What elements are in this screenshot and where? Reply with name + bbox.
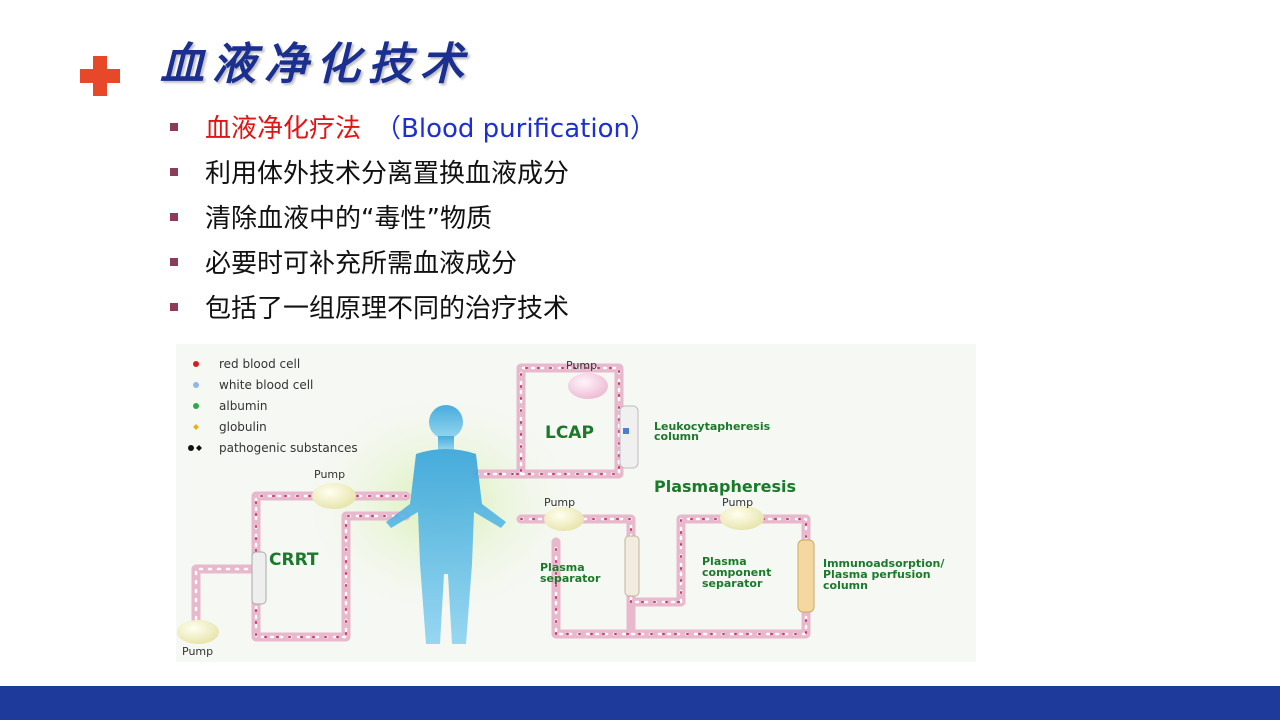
pump-label-plasma: Pump (544, 496, 575, 509)
bullet-text: 利用体外技术分离置换血液成分 (205, 159, 570, 189)
human-body-figure (386, 405, 506, 644)
immunoadsorption-label-line3: column (823, 579, 868, 592)
legend-diamond-pathogenic (196, 445, 202, 451)
legend-label-albumin: albumin (219, 399, 268, 413)
legend-dot-red-blood-cell (193, 361, 199, 367)
legend-label-white-blood-cell: white blood cell (219, 378, 313, 392)
pump-component (720, 506, 764, 530)
crrt-filter-device (251, 551, 267, 605)
legend: red blood cell white blood cell albumin … (188, 357, 358, 455)
component-separator-label-line2: component (702, 566, 771, 579)
bullet-text-english: （Blood purification） (375, 114, 656, 144)
component-separator-label-line3: separator (702, 577, 763, 590)
blood-tubes (191, 363, 811, 642)
bullet-marker (170, 257, 178, 266)
pump-label-lcap: Pump (566, 359, 597, 372)
pump-lcap (568, 373, 608, 399)
bullet-marker (170, 167, 178, 176)
pump-plasma (544, 507, 584, 531)
slide-title: 血液净化技术 (160, 39, 472, 90)
plasma-separator-label-line2: separator (540, 572, 601, 585)
legend-label-globulin: globulin (219, 420, 267, 434)
section-label-lcap: LCAP (545, 423, 594, 443)
bullet-text: 清除血液中的“毒性”物质 (205, 204, 492, 234)
pump-label-component: Pump (722, 496, 753, 509)
pump-crrt-top (312, 483, 356, 509)
legend-dot-white-blood-cell (193, 382, 199, 388)
bullet-text: 包括了一组原理不同的治疗技术 (205, 294, 570, 324)
pump-label-crrt-bottom: Pump (182, 645, 213, 658)
bullet-item: 血液净化疗法 （Blood purification） (170, 104, 656, 149)
bullet-text: 必要时可补充所需血液成分 (205, 249, 518, 279)
section-label-crrt: CRRT (269, 550, 319, 570)
lcap-column-label-line2: column (654, 430, 699, 443)
bullet-text-red: 血液净化疗法 (205, 114, 362, 144)
legend-dot-albumin (193, 403, 199, 409)
blood-purification-diagram: red blood cell white blood cell albumin … (176, 344, 976, 662)
bullet-item: 必要时可补充所需血液成分 (170, 239, 656, 284)
component-separator-label-line1: Plasma (702, 555, 747, 568)
legend-dot-pathogenic (188, 445, 194, 451)
diagram-svg: red blood cell white blood cell albumin … (177, 357, 945, 658)
pump-crrt-bottom (177, 620, 219, 644)
bullet-marker (170, 302, 178, 311)
legend-label-pathogenic: pathogenic substances (219, 441, 358, 455)
lcap-column-label-line1: Leukocytapheresis (654, 420, 771, 433)
bullet-list: 血液净化疗法 （Blood purification） 利用体外技术分离置换血液成… (170, 104, 656, 329)
bullet-item: 利用体外技术分离置换血液成分 (170, 149, 656, 194)
immunoadsorption-label-line2: Plasma perfusion (823, 568, 931, 581)
lcap-column-device (619, 405, 639, 469)
pump-label-crrt-top: Pump (314, 468, 345, 481)
immunoadsorption-label-line1: Immunoadsorption/ (823, 557, 945, 570)
lcap-column-marker (623, 428, 629, 434)
legend-label-red-blood-cell: red blood cell (219, 357, 300, 371)
bullet-item: 清除血液中的“毒性”物质 (170, 194, 656, 239)
plasma-separator-label-line1: Plasma (540, 561, 585, 574)
bullet-item: 包括了一组原理不同的治疗技术 (170, 284, 656, 329)
medical-cross-icon (80, 56, 120, 96)
bullet-marker (170, 212, 178, 221)
legend-dot-globulin (193, 424, 199, 430)
plasma-separator-device (624, 535, 640, 597)
footer-bar (0, 686, 1280, 720)
immunoadsorption-column-device (797, 539, 815, 613)
section-label-plasmapheresis: Plasmapheresis (654, 477, 796, 496)
bullet-marker (170, 122, 178, 131)
